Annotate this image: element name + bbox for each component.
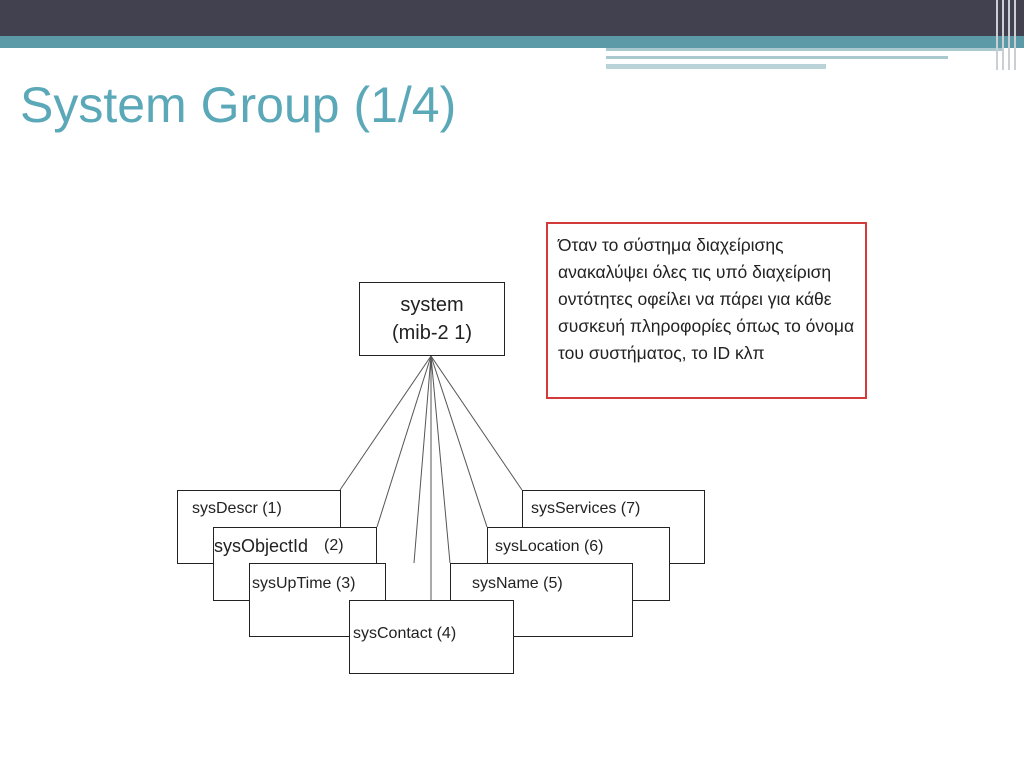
header-edge-line — [1002, 0, 1004, 70]
node-label: sysDescr (1) — [192, 500, 282, 517]
header-stripe — [606, 48, 1002, 51]
header-teal-bar — [0, 36, 1024, 48]
node-label: sysObjectId — [214, 536, 309, 556]
node-label: sysContact (4) — [353, 625, 457, 642]
header-stripe — [606, 56, 948, 59]
node-label: sysLocation (6) — [495, 538, 604, 555]
root-oid: (mib-2 1) — [391, 322, 472, 344]
header-edge-line — [1008, 0, 1010, 70]
connector-line — [339, 355, 432, 491]
note-box: Όταν το σύστημα διαχείρισης ανακαλύψει ό… — [546, 222, 867, 399]
header-dark-bar — [0, 0, 1024, 36]
node-label: sysServices (7) — [531, 500, 641, 517]
connector-line — [430, 355, 488, 528]
system-root-node: system (mib-2 1) — [359, 282, 505, 356]
connector-line — [430, 355, 451, 564]
node-label: sysName (5) — [472, 575, 563, 592]
slide-title: System Group (1/4) — [20, 77, 457, 133]
root-label: system — [400, 294, 464, 316]
header-edge-line — [1014, 0, 1016, 70]
node-syscontact: sysContact (4) — [349, 600, 514, 674]
connector-line — [413, 355, 432, 564]
connector-line — [376, 355, 432, 528]
node-label: sysUpTime (3) — [252, 575, 356, 592]
header-edge-line — [996, 0, 998, 70]
node-number: (2) — [324, 537, 344, 554]
connector-line — [430, 355, 523, 491]
header-stripe — [606, 64, 826, 69]
